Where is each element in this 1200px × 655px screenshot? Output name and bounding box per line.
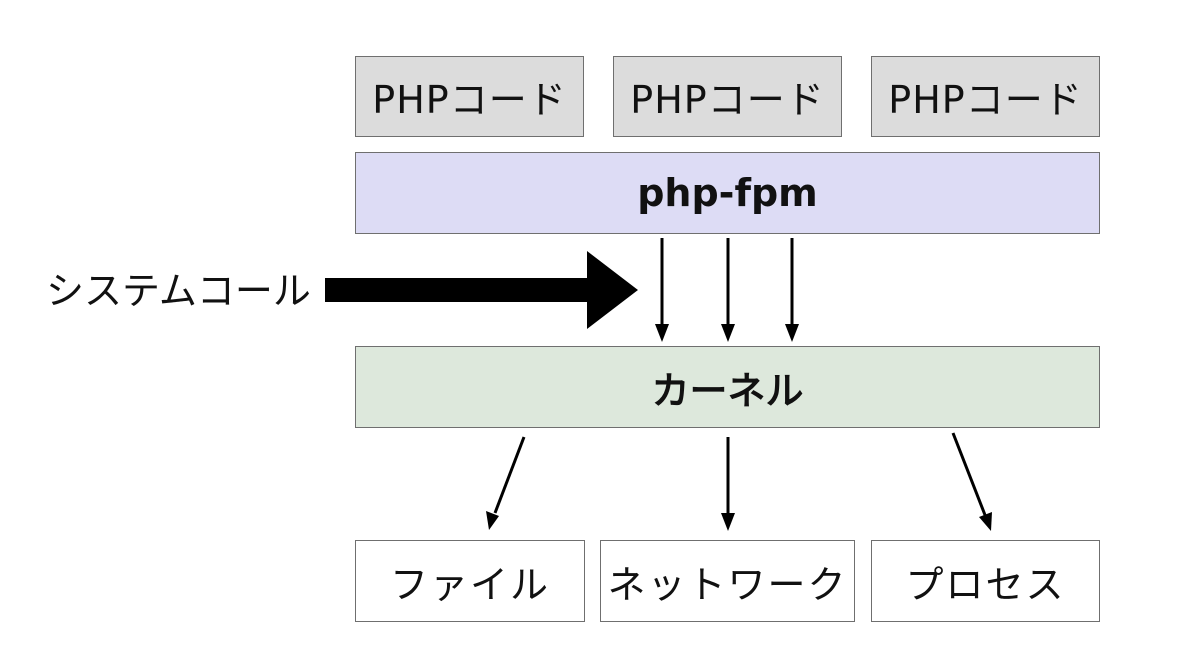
php-code-box: PHPコード bbox=[871, 56, 1100, 137]
resource-label-file: ファイル bbox=[389, 562, 550, 607]
resource-box-file: ファイル bbox=[355, 540, 585, 622]
php-code-label: PHPコード bbox=[630, 78, 825, 122]
fpm-to-kernel-arrow bbox=[655, 238, 669, 342]
resource-label-network: ネットワーク bbox=[607, 562, 848, 607]
fpm-to-kernel-arrow bbox=[785, 238, 799, 342]
php-code-label: PHPコード bbox=[372, 78, 567, 122]
kernel-to-network-arrow bbox=[721, 437, 735, 531]
syscall-big-arrow bbox=[325, 251, 638, 329]
fpm-to-kernel-arrow bbox=[721, 238, 735, 342]
kernel-to-process-arrow bbox=[951, 432, 992, 531]
php-fpm-box: php-fpm bbox=[355, 152, 1100, 234]
php-fpm-label: php-fpm bbox=[637, 171, 818, 215]
kernel-label: カーネル bbox=[651, 368, 804, 413]
kernel-to-file-arrow bbox=[486, 436, 526, 530]
resource-box-process: プロセス bbox=[871, 540, 1100, 622]
php-code-label: PHPコード bbox=[888, 78, 1083, 122]
php-code-box: PHPコード bbox=[613, 56, 842, 137]
resource-label-process: プロセス bbox=[905, 562, 1066, 607]
syscall-label: システムコール bbox=[46, 269, 311, 313]
kernel-box: カーネル bbox=[355, 346, 1100, 428]
php-code-box: PHPコード bbox=[355, 56, 584, 137]
resource-box-network: ネットワーク bbox=[600, 540, 855, 622]
